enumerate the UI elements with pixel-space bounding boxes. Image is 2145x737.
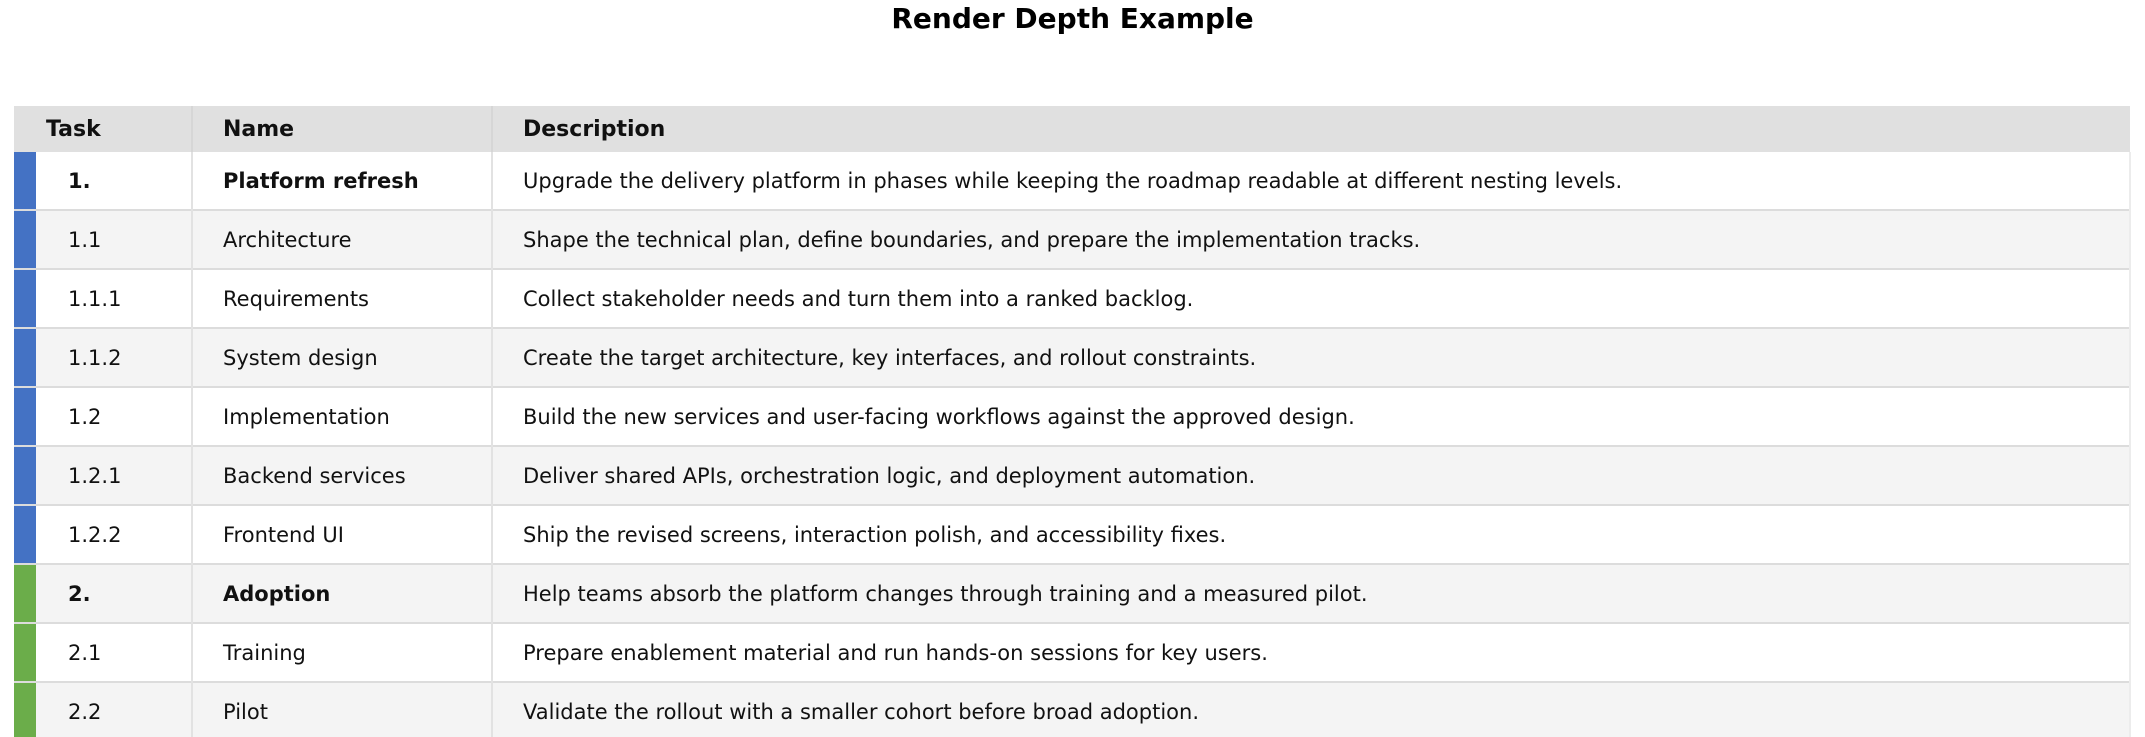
depth-accent-bar xyxy=(14,209,36,269)
task-number-cell: 1.2 xyxy=(36,386,193,446)
task-table-container: Task Name Description 1. Platform refres… xyxy=(14,106,2131,737)
depth-accent-bar xyxy=(14,622,36,682)
table-row: 1.2.2 Frontend UI Ship the revised scree… xyxy=(14,504,2131,564)
task-description-cell: Validate the rollout with a smaller coho… xyxy=(492,681,2131,737)
task-number-cell: 1.1.2 xyxy=(36,327,193,387)
table-body: 1. Platform refresh Upgrade the delivery… xyxy=(14,152,2131,737)
task-description-cell: Deliver shared APIs, orchestration logic… xyxy=(492,445,2131,505)
depth-accent-bar xyxy=(14,504,36,564)
task-name-cell: Adoption xyxy=(192,563,493,623)
task-name-cell: Frontend UI xyxy=(192,504,493,564)
task-number-cell: 1.1 xyxy=(36,209,193,269)
depth-accent-bar xyxy=(14,681,36,737)
task-description-cell: Create the target architecture, key inte… xyxy=(492,327,2131,387)
task-number-cell: 2. xyxy=(36,563,193,623)
task-description-cell: Help teams absorb the platform changes t… xyxy=(492,563,2131,623)
table-row: 2. Adoption Help teams absorb the platfo… xyxy=(14,563,2131,623)
task-number-cell: 1.2.2 xyxy=(36,504,193,564)
table-row: 2.1 Training Prepare enablement material… xyxy=(14,622,2131,682)
task-description-cell: Build the new services and user-facing w… xyxy=(492,386,2131,446)
task-description-cell: Upgrade the delivery platform in phases … xyxy=(492,152,2131,210)
table-header: Task Name Description xyxy=(14,106,2130,152)
table-row: 1.1 Architecture Shape the technical pla… xyxy=(14,209,2131,269)
table-row: 2.2 Pilot Validate the rollout with a sm… xyxy=(14,681,2131,737)
depth-accent-bar xyxy=(14,445,36,505)
task-description-cell: Shape the technical plan, define boundar… xyxy=(492,209,2131,269)
task-name-cell: Architecture xyxy=(192,209,493,269)
table-row: 1.1.2 System design Create the target ar… xyxy=(14,327,2131,387)
task-number-cell: 2.1 xyxy=(36,622,193,682)
depth-accent-bar xyxy=(14,268,36,328)
depth-accent-bar xyxy=(14,563,36,623)
task-description-cell: Ship the revised screens, interaction po… xyxy=(492,504,2131,564)
task-number-cell: 1.2.1 xyxy=(36,445,193,505)
table-row: 1.1.1 Requirements Collect stakeholder n… xyxy=(14,268,2131,328)
task-description-cell: Prepare enablement material and run hand… xyxy=(492,622,2131,682)
table-header-row: Task Name Description xyxy=(14,106,2130,152)
task-number-cell: 2.2 xyxy=(36,681,193,737)
task-table: Task Name Description 1. Platform refres… xyxy=(14,106,2131,737)
task-number-cell: 1.1.1 xyxy=(36,268,193,328)
task-name-cell: Implementation xyxy=(192,386,493,446)
task-name-cell: Platform refresh xyxy=(192,152,493,210)
depth-accent-bar xyxy=(14,327,36,387)
page-title: Render Depth Example xyxy=(891,2,1254,35)
column-header-task: Task xyxy=(14,106,193,152)
task-description-cell: Collect stakeholder needs and turn them … xyxy=(492,268,2131,328)
task-name-cell: Pilot xyxy=(192,681,493,737)
table-row: 1.2.1 Backend services Deliver shared AP… xyxy=(14,445,2131,505)
table-row: 1. Platform refresh Upgrade the delivery… xyxy=(14,152,2131,210)
depth-accent-bar xyxy=(14,152,36,210)
task-name-cell: Requirements xyxy=(192,268,493,328)
task-name-cell: System design xyxy=(192,327,493,387)
column-header-name: Name xyxy=(192,106,493,152)
depth-accent-bar xyxy=(14,386,36,446)
task-name-cell: Backend services xyxy=(192,445,493,505)
task-number-cell: 1. xyxy=(36,152,193,210)
task-name-cell: Training xyxy=(192,622,493,682)
column-header-description: Description xyxy=(492,106,2130,152)
table-row: 1.2 Implementation Build the new service… xyxy=(14,386,2131,446)
